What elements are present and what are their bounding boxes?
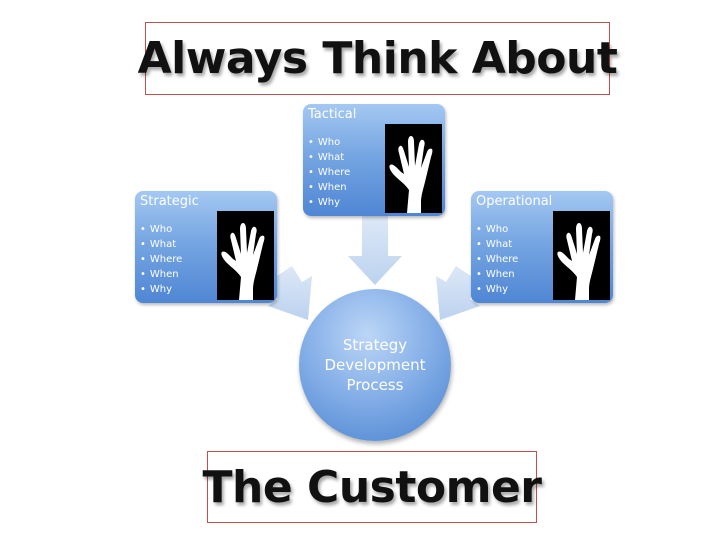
list-item: When (476, 267, 518, 282)
circle-line-1: Strategy (342, 336, 408, 354)
list-item: Where (140, 252, 182, 267)
circle-label: Strategy Development Process (325, 335, 426, 395)
card-operational-list: Who What Where When Why (476, 222, 518, 297)
list-item: Who (140, 222, 182, 237)
header-title-box: Always Think About (138, 22, 618, 95)
list-item: When (140, 267, 182, 282)
raised-hand-icon (385, 124, 442, 213)
list-item: Why (308, 195, 350, 210)
card-tactical-list: Who What Where When Why (308, 135, 350, 210)
list-item: Why (140, 282, 182, 297)
raised-hand-icon (553, 211, 610, 300)
list-item: Why (476, 282, 518, 297)
footer-title-box: The Customer (203, 451, 542, 523)
list-item: Who (476, 222, 518, 237)
list-item: What (308, 150, 350, 165)
list-item: What (476, 237, 518, 252)
arrow-strategic-to-process (268, 266, 312, 320)
circle-line-2: Development (324, 356, 426, 374)
card-tactical-title: Tactical (308, 107, 357, 122)
footer-title: The Customer (202, 461, 542, 513)
card-tactical: Tactical Who What Where When Why (303, 104, 445, 216)
list-item: Where (476, 252, 518, 267)
list-item: Where (308, 165, 350, 180)
arrow-tactical-to-process (348, 216, 402, 285)
list-item: What (140, 237, 182, 252)
header-title: Always Think About (137, 33, 618, 84)
raised-hand-icon (217, 211, 274, 300)
card-operational-title: Operational (476, 194, 553, 209)
card-strategic: Strategic Who What Where When Why (135, 191, 277, 303)
card-operational: Operational Who What Where When Why (471, 191, 613, 303)
card-strategic-list: Who What Where When Why (140, 222, 182, 297)
strategy-process-circle: Strategy Development Process (299, 289, 451, 441)
circle-line-3: Process (346, 376, 404, 394)
arrow-operational-to-process (436, 266, 480, 320)
card-strategic-title: Strategic (140, 194, 199, 209)
list-item: Who (308, 135, 350, 150)
list-item: When (308, 180, 350, 195)
